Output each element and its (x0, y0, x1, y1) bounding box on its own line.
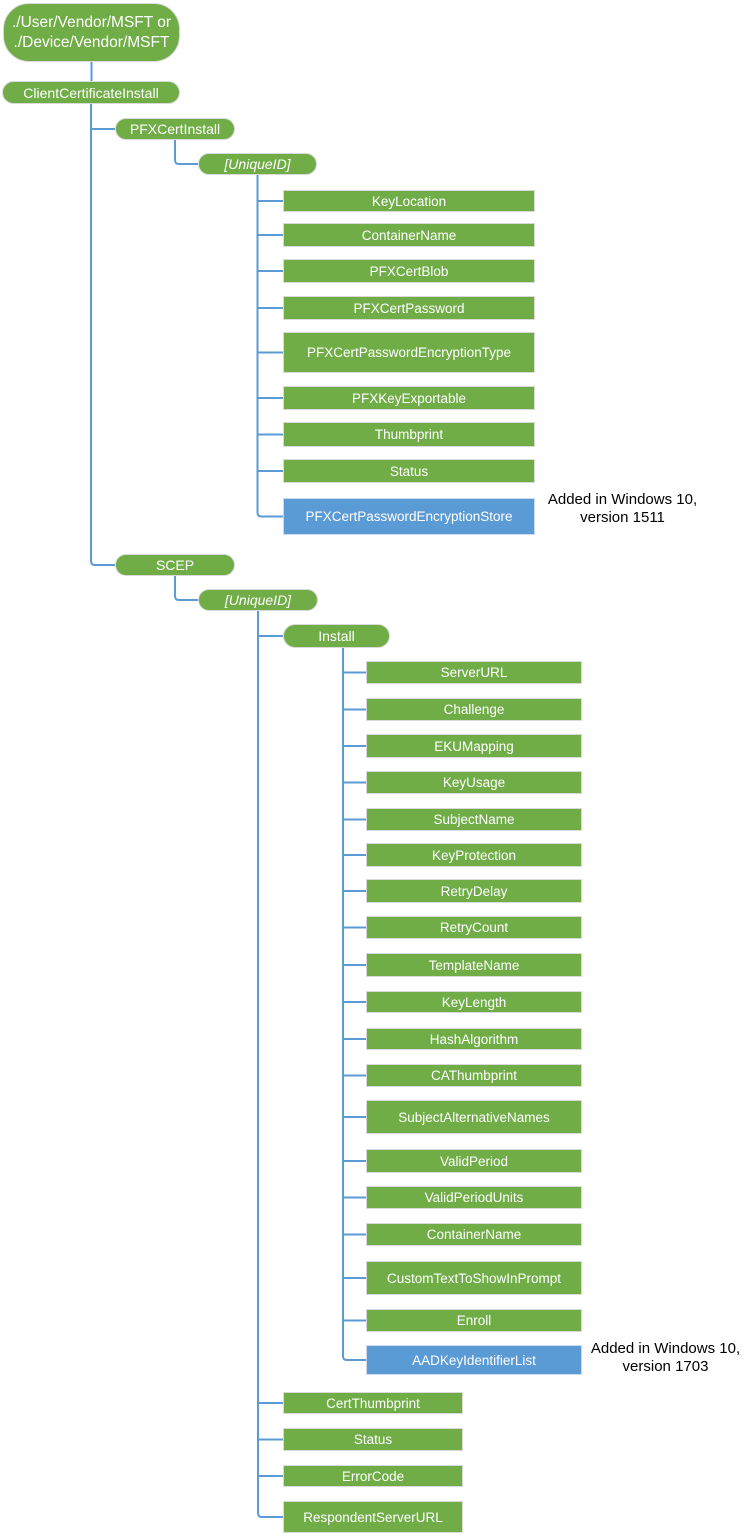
tree-node-label: KeyLength (441, 994, 507, 1010)
tree-node-enroll: Enroll (366, 1309, 582, 1332)
note-1703: Added in Windows 10, version 1703 (590, 1340, 741, 1375)
tree-node-label: [UniqueID] (224, 592, 292, 608)
tree-node-containername-pfx: ContainerName (283, 223, 535, 247)
connector-install (342, 648, 366, 1361)
tree-node-label: SCEP (155, 557, 195, 573)
tree-node-label: Install (318, 628, 355, 644)
tree-node-label: ValidPeriod (439, 1153, 509, 1169)
tree-node-respondentserverurl: RespondentServerURL (283, 1501, 463, 1533)
tree-node-label: EKUMapping (434, 738, 514, 754)
tree-node-label: Status (353, 1432, 393, 1447)
tree-node-label: PFXCertPasswordEncryptionType (306, 345, 512, 360)
tree-node-subjectname: SubjectName (366, 808, 582, 831)
tree-node-label: KeyProtection (431, 847, 517, 863)
tree-node-serverurl: ServerURL (366, 661, 582, 684)
tree-node-validperiodunits: ValidPeriodUnits (366, 1186, 582, 1209)
tree-node-install: Install (283, 624, 390, 648)
tree-node-label: Thumbprint (374, 427, 444, 442)
tree-node-label: [UniqueID] (224, 156, 291, 172)
tree-node-label: CustomTextToShowInPrompt (386, 1270, 562, 1286)
tree-node-errorcode: ErrorCode (283, 1465, 463, 1487)
tree-node-pfxcertpassword: PFXCertPassword (283, 296, 535, 320)
tree-node-label: SubjectName (433, 812, 515, 827)
tree-node-thumbprint: Thumbprint (283, 422, 535, 447)
tree-node-keyusage: KeyUsage (366, 771, 582, 794)
connector-scep (174, 576, 198, 601)
tree-node-label: PFXCertBlob (369, 263, 449, 279)
tree-node-label: RetryDelay (440, 883, 508, 899)
connector-uniqueid-scep (257, 611, 283, 1518)
tree-node-label: PFXKeyExportable (351, 390, 467, 406)
tree-node-pfxcertinstall: PFXCertInstall (115, 118, 235, 140)
tree-node-label: HashAlgorithm (429, 1031, 519, 1047)
tree-node-clientcertinstall: ClientCertificateInstall (2, 81, 180, 104)
tree-node-label: TemplateName (428, 957, 520, 973)
tree-node-label: PFXCertInstall (129, 121, 221, 137)
tree-node-label: SubjectAlternativeNames (398, 1109, 550, 1125)
tree-node-label: Enroll (456, 1313, 492, 1328)
tree-node-label: RespondentServerURL (303, 1509, 443, 1525)
tree-node-label: PFXCertPassword (353, 300, 465, 316)
tree-node-label: CAThumbprint (430, 1068, 518, 1083)
tree-node-customtexttoshowinprompt: CustomTextToShowInPrompt (366, 1261, 582, 1295)
tree-node-label: KeyLocation (371, 193, 447, 209)
tree-node-label: ClientCertificateInstall (23, 84, 159, 101)
tree-node-status-pfx: Status (283, 459, 535, 483)
tree-node-root: ./User/Vendor/MSFT or ./Device/Vendor/MS… (3, 3, 180, 62)
connector-pfxcertinstall (174, 140, 198, 165)
tree-node-pfxkeyexportable: PFXKeyExportable (283, 386, 535, 410)
tree-node-label: ContainerName (426, 1227, 522, 1242)
tree-node-label: ValidPeriodUnits (424, 1190, 524, 1205)
tree-node-label: CertThumbprint (326, 1395, 420, 1411)
tree-node-pfxcertpasswordencryptionstore: PFXCertPasswordEncryptionStore (283, 498, 535, 535)
tree-node-status-scep: Status (283, 1428, 463, 1451)
tree-node-ekumapping: EKUMapping (366, 734, 582, 758)
tree-node-label: Challenge (443, 702, 505, 717)
tree-node-subjectalternativenames: SubjectAlternativeNames (366, 1100, 582, 1134)
connector-uniqueid-pfx (256, 175, 283, 518)
tree-node-cathumbprint: CAThumbprint (366, 1064, 582, 1087)
note-1511: Added in Windows 10, version 1511 (547, 491, 698, 526)
tree-node-scep: SCEP (115, 554, 235, 576)
connector-clientcertinstall (90, 104, 115, 566)
tree-node-keylocation: KeyLocation (283, 190, 535, 212)
tree-node-label: KeyUsage (442, 775, 506, 790)
tree-node-label: RetryCount (439, 920, 509, 935)
tree-node-pfxcertpasswordencryptiontype: PFXCertPasswordEncryptionType (283, 332, 535, 373)
tree-node-label: AADKeyIdentifierList (412, 1352, 536, 1368)
tree-node-certthumbprint: CertThumbprint (283, 1392, 463, 1414)
tree-node-uniqueid-scep: [UniqueID] (198, 589, 318, 611)
tree-node-pfxcertblob: PFXCertBlob (283, 259, 535, 283)
tree-node-label: ErrorCode (341, 1468, 405, 1484)
tree-node-label: PFXCertPasswordEncryptionStore (305, 509, 513, 524)
tree-node-label: ServerURL (440, 665, 508, 680)
tree-node-challenge: Challenge (366, 698, 582, 721)
tree-node-keyprotection: KeyProtection (366, 843, 582, 867)
tree-node-uniqueid-pfx: [UniqueID] (198, 153, 317, 175)
tree-node-validperiod: ValidPeriod (366, 1149, 582, 1173)
tree-node-label: ./User/Vendor/MSFT or ./Device/Vendor/MS… (11, 13, 172, 51)
tree-node-templatename: TemplateName (366, 953, 582, 977)
tree-node-label: ContainerName (361, 227, 457, 243)
tree-node-retrydelay: RetryDelay (366, 879, 582, 903)
tree-node-label: Status (389, 463, 429, 479)
tree-node-aadkeyidentifierlist: AADKeyIdentifierList (366, 1345, 582, 1375)
tree-node-retrycount: RetryCount (366, 916, 582, 939)
tree-node-hashalgorithm: HashAlgorithm (366, 1028, 582, 1050)
tree-node-keylength: KeyLength (366, 991, 582, 1013)
tree-node-containername-scep: ContainerName (366, 1223, 582, 1246)
